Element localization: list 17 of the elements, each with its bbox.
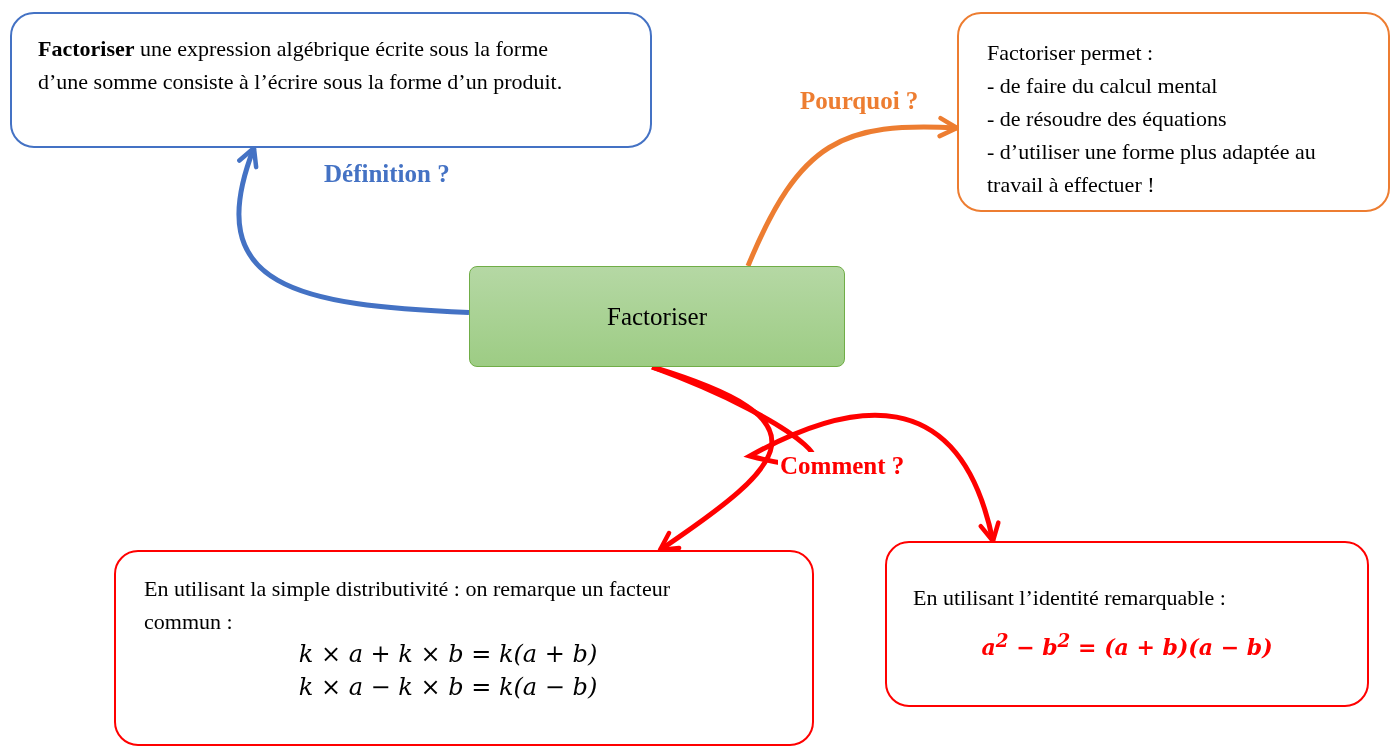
node-text: En utilisant l’identité remarquable : (913, 584, 1227, 612)
node-text: - de résoudre des équations (987, 105, 1228, 133)
node-text: - de faire du calcul mental (987, 72, 1219, 100)
note-box (957, 12, 1390, 212)
node-text: Factoriser permet : (987, 39, 1155, 67)
formula: k × a + k × b = k(a + b) (297, 639, 599, 670)
node-text: Factoriser une expression algébrique écrite sous la forme d’une somme consiste à l’écrire sous la forme d’un produit. (38, 35, 564, 96)
note-box (10, 12, 652, 148)
node-text: Factoriser (607, 302, 707, 332)
topic-box (469, 266, 845, 367)
note-box (114, 550, 814, 746)
formula: k × a − k × b = k(a − b) (297, 672, 599, 703)
note-box (885, 541, 1369, 707)
formula: a$^{2}$ − b$^{2}$ = (a + b)(a − b) (980, 629, 1274, 663)
node-text: En utilisant la simple distributivité : on remarque un facteur commun : (144, 575, 672, 636)
curved-arrow (236, 145, 470, 315)
node-text: - d’utiliser une forme plus adaptée au travail à effectuer ! (987, 138, 1317, 199)
